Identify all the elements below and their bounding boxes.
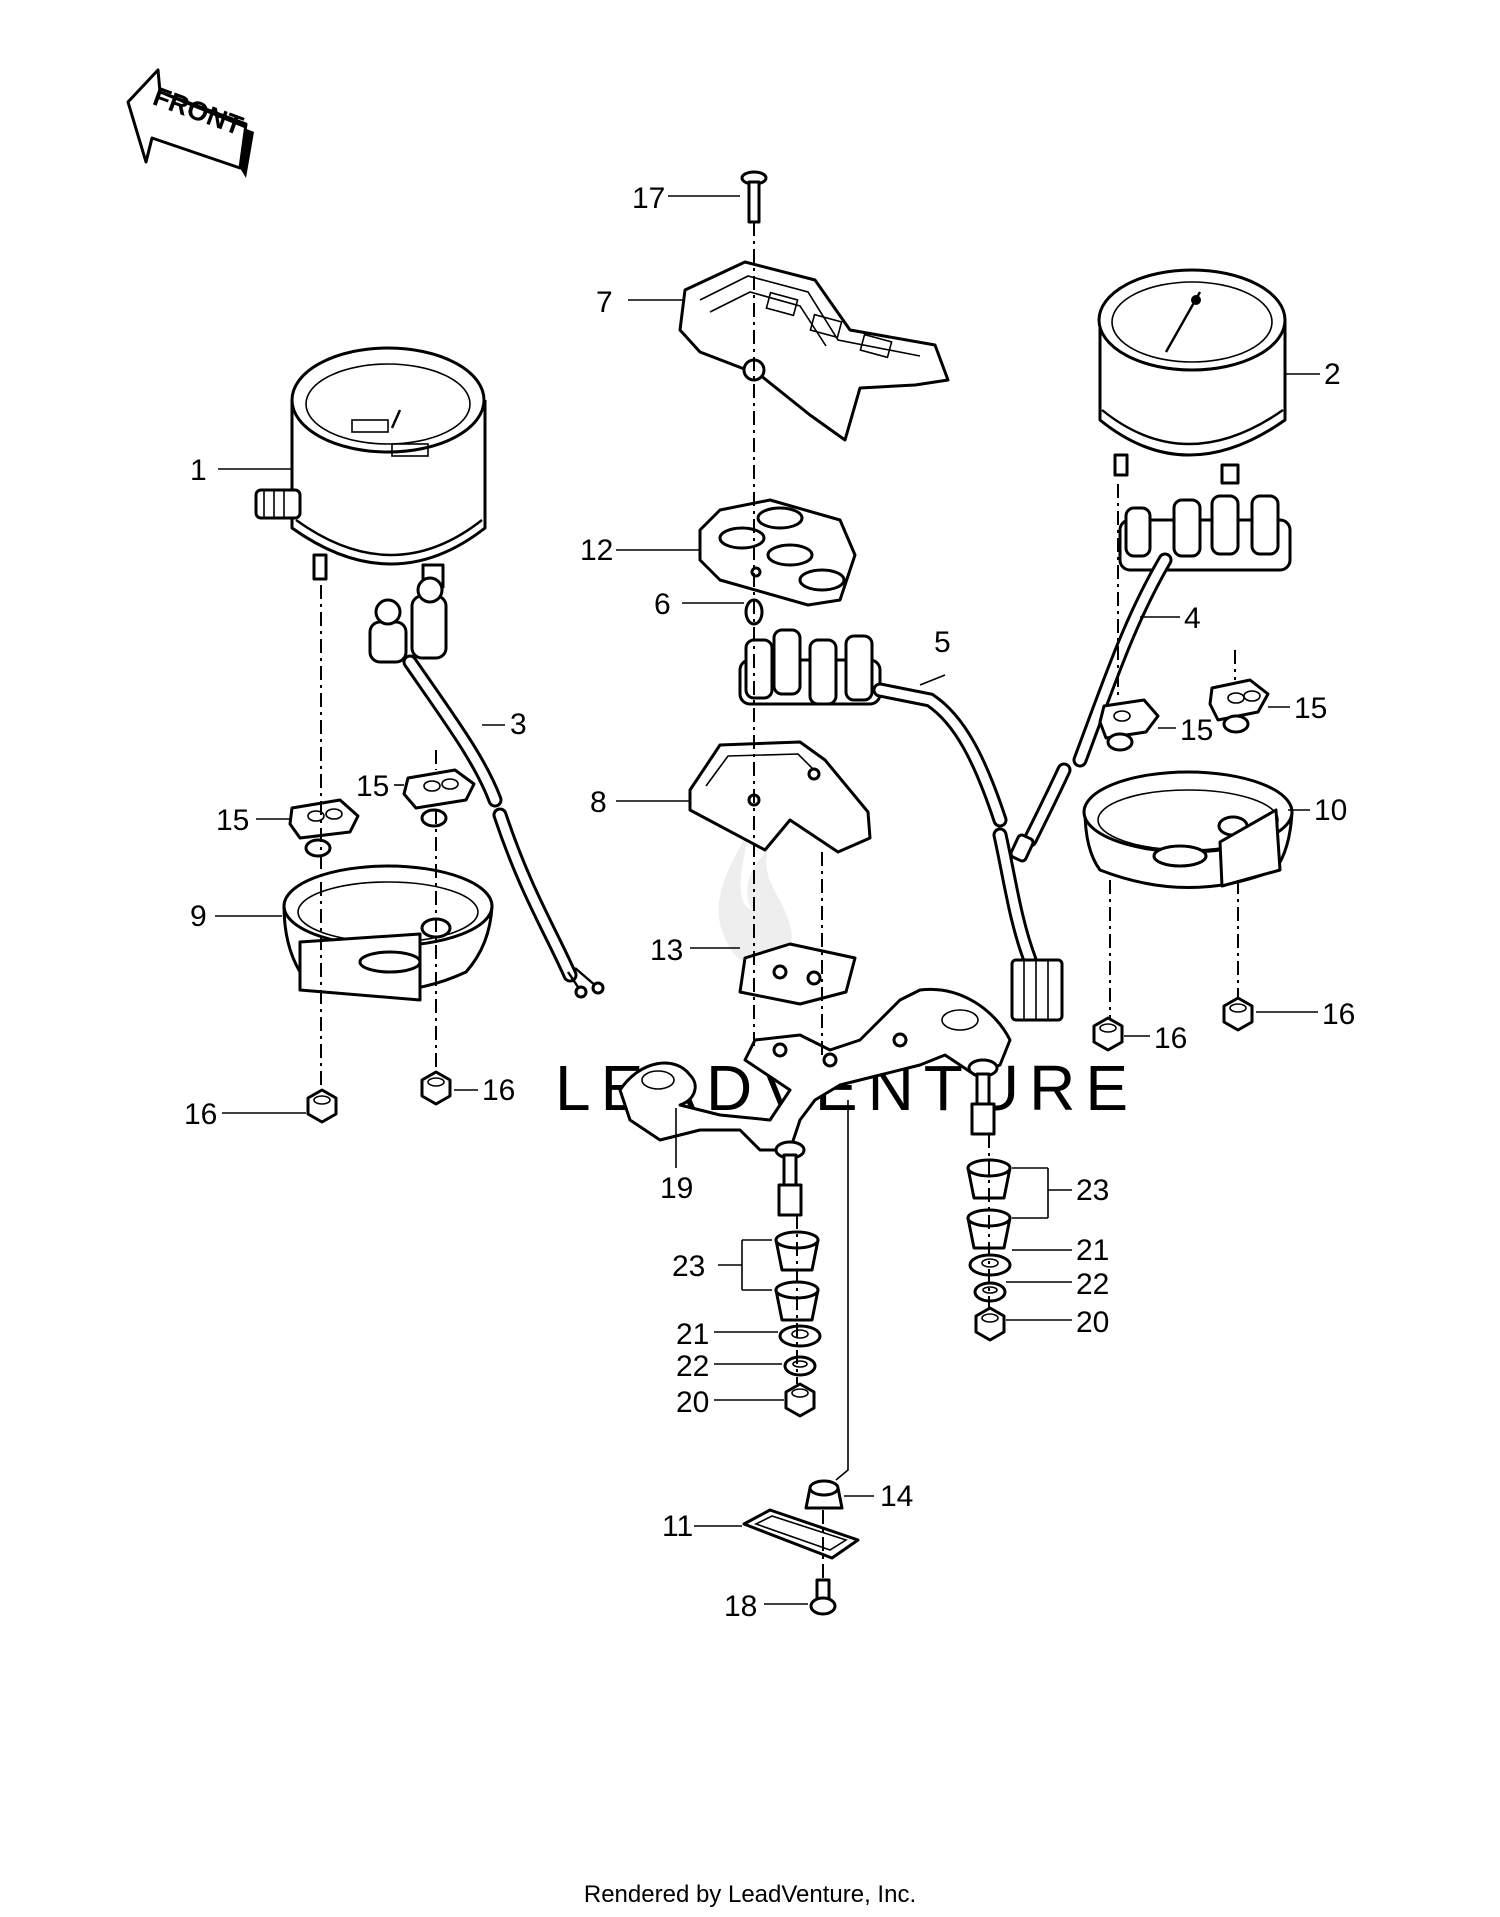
callout-20-right: 20	[1076, 1306, 1109, 1339]
callout-15-right-lower: 15	[1180, 714, 1213, 747]
callout-15-center: 15	[356, 770, 389, 803]
callout-16-right-upper: 16	[1322, 998, 1355, 1031]
part-4-harness	[1009, 494, 1292, 863]
callout-14: 14	[880, 1480, 913, 1513]
part-20-nut	[784, 1382, 816, 1418]
callout-16-left: 16	[184, 1098, 217, 1131]
callout-12: 12	[580, 534, 613, 567]
part-11-plate	[742, 1508, 860, 1560]
callout-19: 19	[660, 1172, 693, 1205]
part-17-screw	[740, 170, 768, 224]
part-3-harness	[368, 576, 605, 999]
callout-22-right: 22	[1076, 1268, 1109, 1301]
part-8-cover	[688, 740, 872, 854]
assembly-centerlines	[320, 222, 1239, 1580]
part-19-bracket	[618, 987, 1012, 1217]
callout-10: 10	[1314, 794, 1347, 827]
part-1-speedometer	[254, 346, 487, 589]
callout-7: 7	[596, 286, 613, 319]
callout-15-right-upper: 15	[1294, 692, 1327, 725]
part-15-clamp	[1098, 698, 1160, 752]
part-13-plate	[738, 942, 857, 1006]
callout-21-left: 21	[676, 1318, 709, 1351]
part-15-clamp	[402, 768, 476, 828]
part-16-nut	[1222, 996, 1254, 1032]
front-arrow-icon: FRONT	[126, 68, 254, 178]
callout-1: 1	[190, 454, 207, 487]
part-12-lamp-plate	[698, 498, 857, 607]
part-5-harness	[738, 628, 1064, 1022]
callout-23-left: 23	[672, 1250, 705, 1283]
footer-credit: Rendered by LeadVenture, Inc.	[584, 1881, 916, 1908]
part-14-nut	[804, 1479, 844, 1510]
part-15-clamp	[1208, 678, 1270, 734]
callout-18: 18	[724, 1590, 757, 1623]
callout-6: 6	[654, 588, 671, 621]
callout-labels: 17 7 1 2 12 6 3 4 5 8 9 10 15 15 15 15 1…	[184, 182, 1355, 1623]
part-16-nut	[420, 1070, 452, 1106]
part-9-meter-case	[282, 864, 494, 1002]
part-16-nut	[306, 1088, 338, 1124]
callout-22-left: 22	[676, 1350, 709, 1383]
callout-2: 2	[1324, 358, 1341, 391]
part-22-lock-washer	[783, 1355, 817, 1377]
callout-4: 4	[1184, 602, 1201, 635]
part-7-indicator-housing	[678, 260, 950, 442]
part-20-nut	[974, 1306, 1006, 1342]
callout-16-center: 16	[482, 1074, 515, 1107]
callout-11: 11	[662, 1510, 693, 1543]
callout-13: 13	[650, 934, 683, 967]
part-18-bolt	[809, 1578, 837, 1616]
part-10-meter-case	[1082, 770, 1294, 889]
callout-5: 5	[934, 626, 951, 659]
part-21-washer	[778, 1324, 822, 1348]
callout-23-right: 23	[1076, 1174, 1109, 1207]
part-16-nut	[1092, 1016, 1124, 1052]
callout-8: 8	[590, 786, 607, 819]
callout-21-right: 21	[1076, 1234, 1109, 1267]
callout-15-left: 15	[216, 804, 249, 837]
callout-20-left: 20	[676, 1386, 709, 1419]
leader-lines	[215, 195, 1320, 1605]
callout-16-right-lower: 16	[1154, 1022, 1187, 1055]
callout-9: 9	[190, 900, 207, 933]
callout-3: 3	[510, 708, 527, 741]
part-2-tachometer	[1097, 268, 1287, 485]
callout-17: 17	[632, 182, 665, 215]
part-15-clamp	[288, 798, 360, 858]
